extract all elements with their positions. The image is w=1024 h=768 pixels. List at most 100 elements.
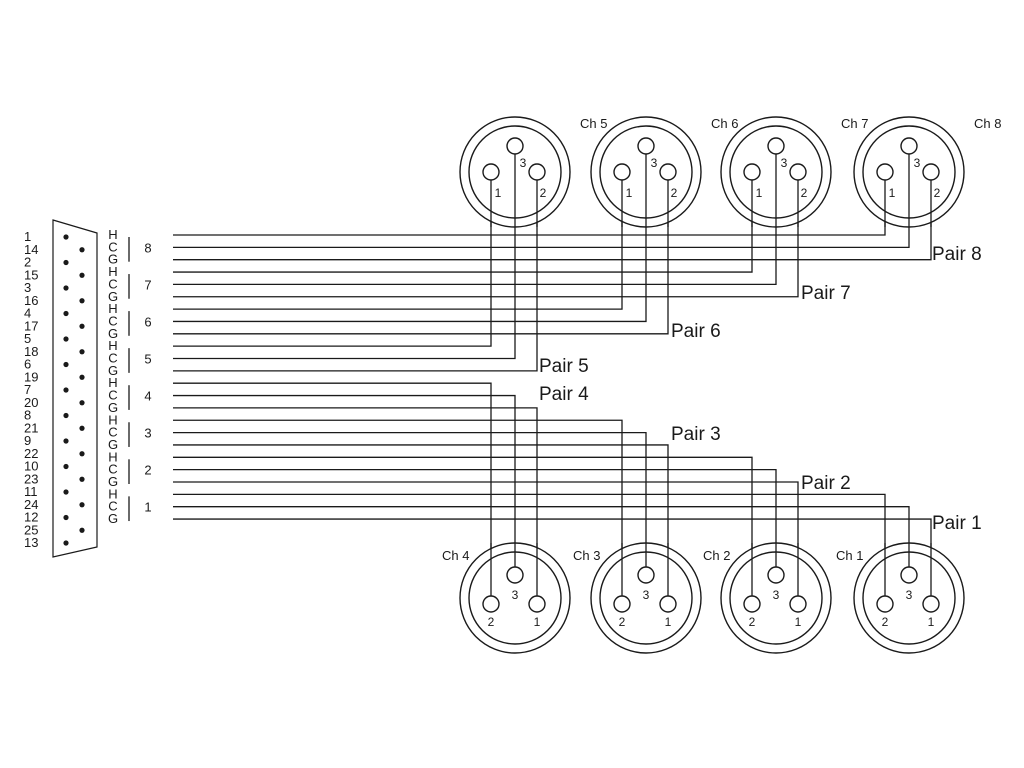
hcg-letter: G [108, 289, 118, 304]
db25-pin-dot [79, 349, 85, 355]
xlr-pin [659, 595, 677, 613]
xlr-pin [482, 595, 500, 613]
xlr-pin-label: 2 [671, 186, 678, 200]
wire [173, 394, 516, 567]
db25-pin-dot [79, 451, 85, 457]
wire [173, 431, 647, 567]
xlr-pin [637, 566, 655, 584]
xlr-pin [876, 595, 894, 613]
xlr-pin-label: 3 [643, 588, 650, 602]
hcg-letter: C [108, 239, 117, 254]
db25-pin-number: 1 [24, 229, 31, 244]
xlr-pin-label: 2 [882, 615, 889, 629]
hcg-letter: G [108, 437, 118, 452]
db25-pin-dot [63, 259, 69, 266]
db25-pin-dot [79, 425, 85, 431]
xlr-pin [613, 595, 631, 613]
hcg-letter: H [108, 264, 117, 279]
hcg-letter: H [108, 338, 117, 353]
pair-label: Pair 3 [671, 424, 721, 445]
xlr-pin-label: 3 [512, 588, 519, 602]
hcg-letter: H [108, 301, 117, 316]
db25-pin-number: 25 [24, 522, 38, 537]
xlr-pin-label: 3 [914, 156, 921, 170]
db25-pin-number: 8 [24, 408, 31, 423]
hcg-letter: G [108, 326, 118, 341]
xlr-pin [637, 137, 655, 155]
xlr-pin-label: 2 [540, 186, 547, 200]
xlr-pin [506, 137, 524, 155]
db25-pin-dot [63, 285, 69, 291]
xlr-pin-label: 1 [495, 186, 502, 200]
db25-pin-number: 16 [24, 293, 38, 308]
xlr-pin [743, 595, 761, 613]
wire [173, 180, 669, 335]
pair-label: Pair 2 [801, 473, 851, 494]
pair-label: Pair 8 [932, 244, 982, 265]
hcg-letter: G [108, 400, 118, 415]
xlr-pin-label: 1 [795, 615, 802, 629]
db25-pin-dot [79, 298, 85, 304]
hcg-letter: H [108, 227, 117, 242]
xlr-pin [506, 566, 524, 584]
channel-label: Ch 5 [580, 116, 607, 131]
db25-pin-dot [63, 514, 69, 521]
pair-label: Pair 5 [539, 356, 589, 377]
pair-number: 2 [144, 463, 151, 478]
xlr-pin [922, 163, 940, 181]
db25-pin-number: 21 [24, 420, 38, 435]
wire [173, 407, 538, 596]
db25-pin-number: 10 [24, 459, 38, 474]
xlr-pin-label: 3 [906, 588, 913, 602]
pair-number: 8 [144, 240, 151, 255]
db25-pin-dot [63, 540, 69, 546]
xlr-pin [613, 163, 631, 181]
xlr-pin-label: 2 [488, 615, 495, 629]
xlr-pin [482, 163, 500, 181]
db25-pin-dot [63, 361, 69, 368]
db25-pin-number: 5 [24, 331, 31, 346]
db25-pin-labels: 1142153164175186197208219221023112412251… [24, 229, 38, 550]
xlr-pin [900, 137, 918, 155]
channel-label: Ch 2 [703, 548, 730, 563]
db25-pin-number: 7 [24, 382, 31, 397]
xlr-pin-label: 3 [781, 156, 788, 170]
db25-pin-number: 6 [24, 357, 31, 372]
hcg-letter: G [108, 252, 118, 267]
pair-label: Pair 6 [671, 321, 721, 342]
pair-number: 4 [144, 389, 151, 404]
db25-pin-dot [63, 489, 69, 495]
channel-label: Ch 8 [974, 116, 1001, 131]
pair-number: 3 [144, 426, 151, 441]
db25-pin-number: 18 [24, 344, 38, 359]
db25-pin-dot [63, 463, 69, 470]
xlr-pin-label: 1 [534, 615, 541, 629]
hcg-letter: C [108, 425, 117, 440]
xlr-pin [528, 595, 546, 613]
wire [173, 444, 669, 596]
hcg-letter: C [108, 499, 117, 514]
xlr-pin [659, 163, 677, 181]
db25-pin-number: 4 [24, 306, 31, 321]
wire [173, 180, 492, 347]
db25-pin-number: 19 [24, 369, 38, 384]
db25-pin-number: 2 [24, 255, 31, 270]
xlr-pin [528, 163, 546, 181]
db25-pin-dot [63, 310, 69, 317]
pair-label: Pair 4 [539, 384, 589, 405]
xlr-pin [900, 566, 918, 584]
hcg-letter: H [108, 412, 117, 427]
db25-pin-number: 20 [24, 395, 38, 410]
db25-pin-number: 22 [24, 446, 38, 461]
xlr-pin-label: 1 [665, 615, 672, 629]
xlr-pin-label: 3 [651, 156, 658, 170]
